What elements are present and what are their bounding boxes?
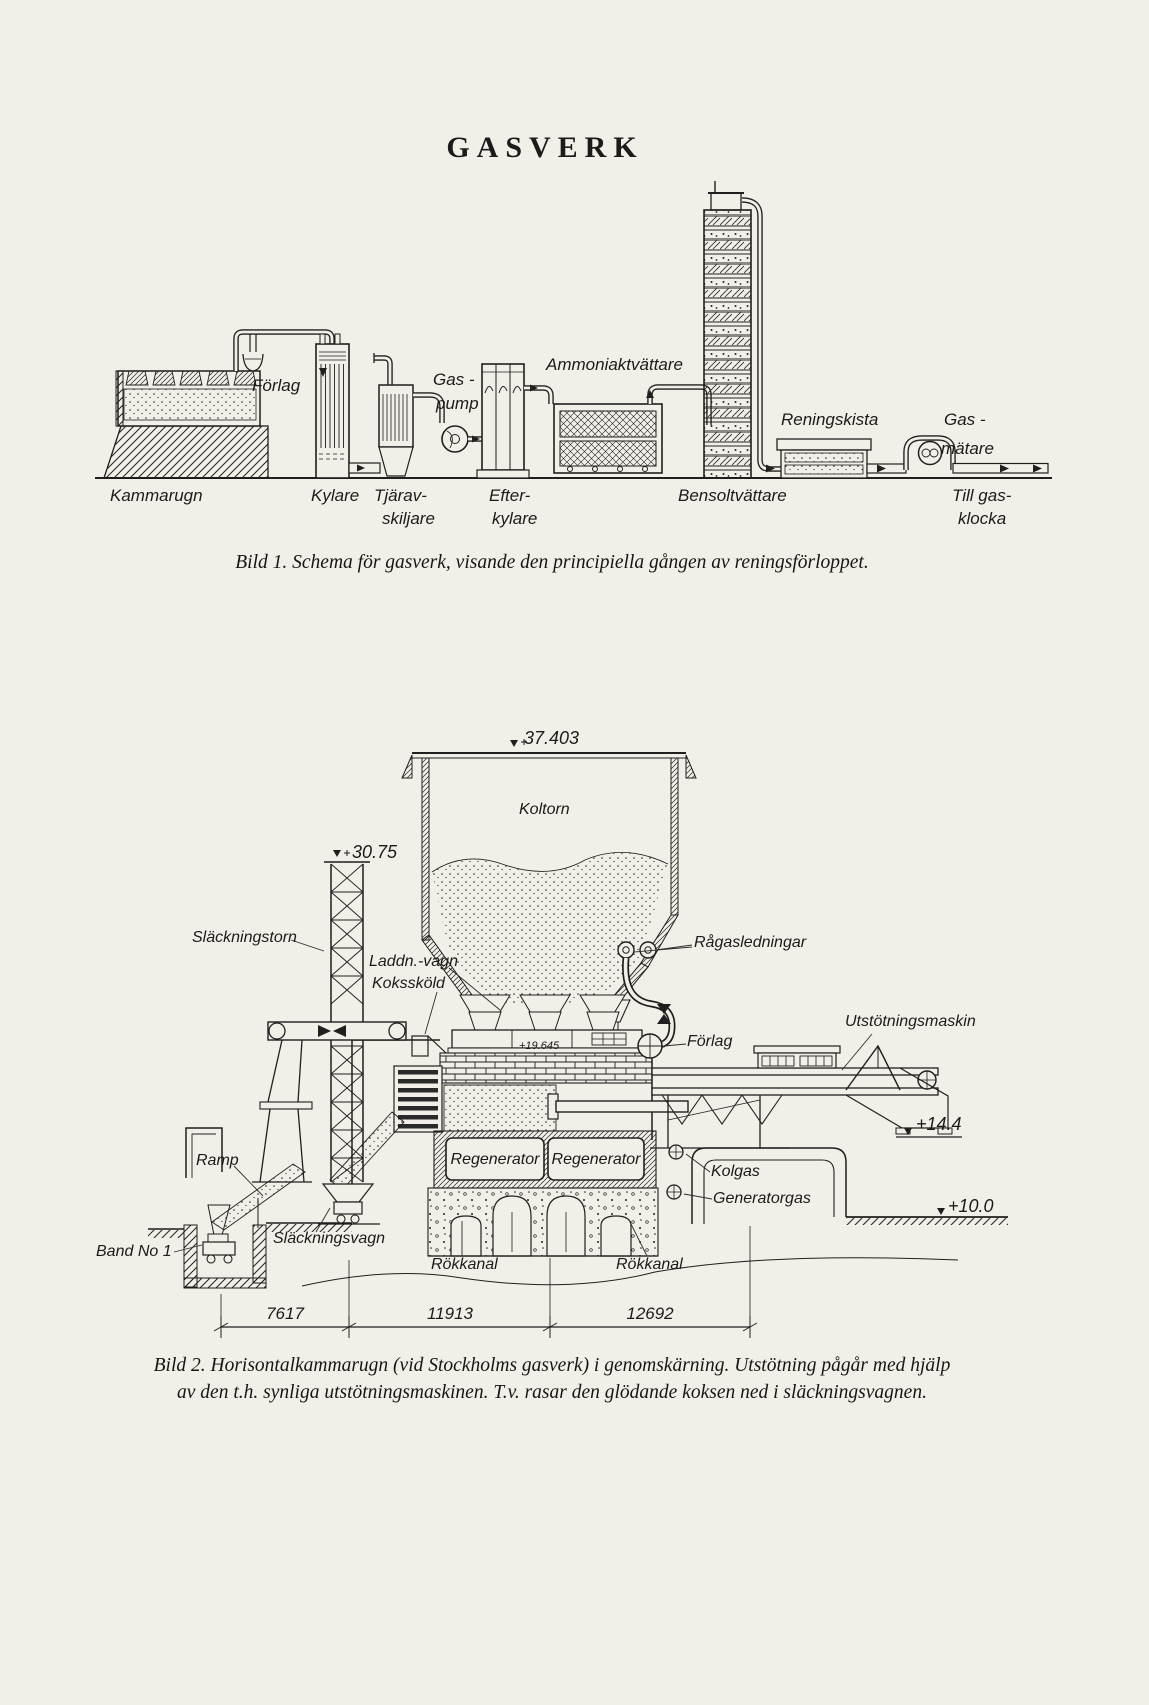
rokkanaler-drawing	[427, 1187, 659, 1257]
efterkylare-drawing	[476, 363, 554, 479]
kylare-drawing	[315, 333, 350, 479]
label-koksskold: Kokssköld	[372, 975, 445, 992]
ugnsblock-drawing	[329, 1038, 689, 1191]
label-regenerator-left: Regenerator	[450, 1151, 540, 1168]
dimension-12692: 12692	[626, 1304, 674, 1323]
gasmatare-drawing	[903, 435, 1049, 474]
label-gasmatare-line2: mätare	[941, 439, 994, 458]
label-slackningstorn: Släckningstorn	[192, 929, 297, 946]
reningskista-drawing	[766, 438, 907, 479]
label-tjaravskiljare-line2: skiljare	[382, 509, 435, 528]
tjaravskiljare-drawing	[373, 353, 414, 477]
elevation-ugnstak: +19.645	[519, 1040, 560, 1052]
label-rokkanal-right: Rökkanal	[616, 1256, 683, 1273]
label-gaspump-line2: pump	[436, 394, 479, 413]
label-kammarugn: Kammarugn	[110, 486, 203, 505]
figure2-caption-line1: Bild 2. Horisontalkammarugn (vid Stockho…	[153, 1355, 951, 1376]
label-utstotningsmaskin: Utstötningsmaskin	[845, 1013, 976, 1030]
ramp-och-grop-drawing	[148, 1127, 352, 1289]
figure2-caption-line2: av den t.h. synliga utstötningsmaskinen.…	[177, 1382, 927, 1403]
label-laddn-vagn: Laddn.-vagn	[369, 953, 458, 970]
dimensioner-drawing	[213, 1226, 959, 1338]
label-till-gasklocka-line2: klocka	[958, 509, 1007, 528]
kammarugn-drawing	[103, 370, 269, 479]
figure1-gasworks-schematic	[95, 181, 1052, 479]
label-ammoniaktvattare: Ammoniaktvättare	[546, 355, 683, 374]
label-koltorn: Koltorn	[519, 801, 570, 818]
dimension-11913: 11913	[426, 1304, 473, 1323]
leader-lines	[173, 939, 873, 1253]
label-bensoltvattare: Bensoltvättare	[678, 486, 787, 505]
label-ramp: Ramp	[196, 1152, 239, 1169]
label-forlag-fig2: Förlag	[687, 1033, 733, 1050]
label-tjaravskiljare-line1: Tjärav-	[374, 486, 427, 505]
elevation-slackningstorn: 30.75	[352, 842, 398, 862]
figure1-caption: Bild 1. Schema för gasverk, visande den …	[235, 552, 869, 573]
utstotningsmaskin-drawing	[650, 1044, 962, 1149]
label-kolgas: Kolgas	[711, 1163, 760, 1180]
regeneratorer-drawing	[433, 1130, 657, 1189]
label-rokkanal-left: Rökkanal	[431, 1256, 498, 1273]
figure2-furnace-cross-section	[148, 739, 1008, 1338]
label-band-no-1: Band No 1	[96, 1243, 172, 1260]
slackningsvagn-drawing	[318, 1183, 380, 1225]
koksskold-drawing	[411, 1035, 447, 1057]
dimension-7617: 7617	[266, 1304, 304, 1323]
page-title: GASVERK	[446, 131, 644, 164]
label-reningskista: Reningskista	[781, 410, 879, 429]
label-kylare: Kylare	[311, 486, 360, 505]
elevation-mark: +10.0	[948, 1196, 994, 1216]
label-efterkylare-line2: kylare	[492, 509, 538, 528]
label-gasmatare-line1: Gas -	[944, 410, 986, 429]
label-regenerator-right: Regenerator	[551, 1151, 641, 1168]
ammoniaktvattare-drawing	[553, 384, 712, 474]
label-efterkylare-line1: Efter-	[489, 486, 531, 505]
label-till-gasklocka-line1: Till gas-	[952, 486, 1012, 505]
label-slackningsvagn: Släckningsvagn	[273, 1230, 386, 1247]
koltorn-drawing	[401, 752, 697, 1033]
label-generatorgas: Generatorgas	[713, 1190, 811, 1207]
label-gaspump-line1: Gas -	[433, 370, 475, 389]
forlag-pot-drawing	[233, 329, 335, 372]
gas-pump-drawing	[413, 392, 484, 453]
label-ragasledningar: Rågasledningar	[694, 934, 807, 951]
bensoltorn-drawing	[703, 181, 789, 479]
elevation-koltorn: 37.403	[524, 728, 580, 748]
laddningsvagn-drawing	[447, 1011, 647, 1054]
gasrum-drawing	[666, 1144, 1008, 1225]
elevation-kaj: +14.4	[916, 1114, 962, 1134]
label-forlag: Förlag	[252, 376, 301, 395]
transportbana-drawing	[252, 1021, 407, 1183]
